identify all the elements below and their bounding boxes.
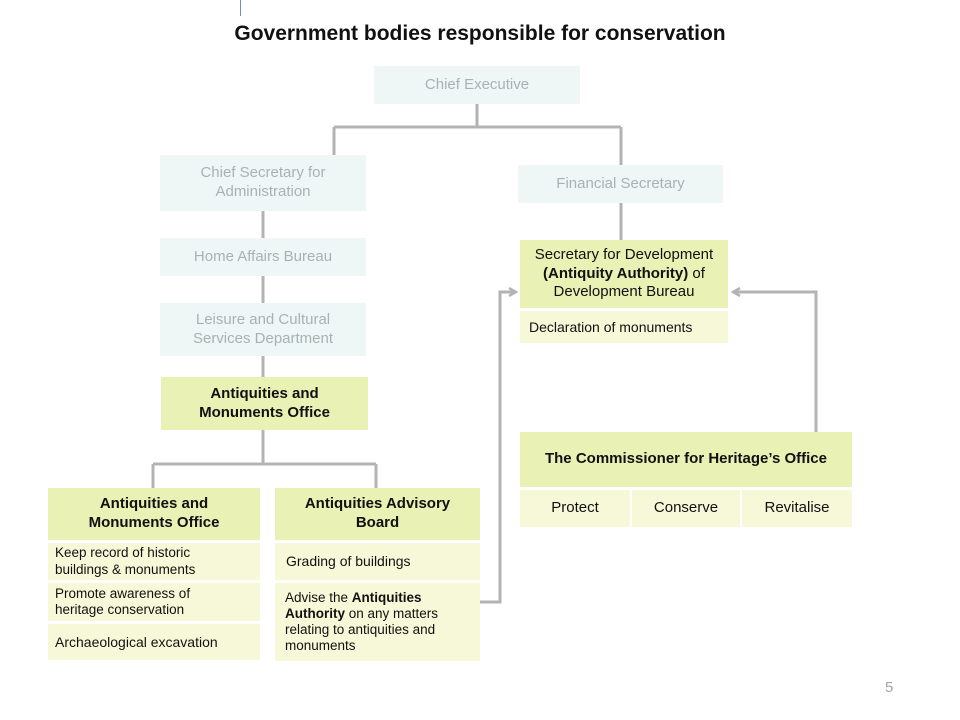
role-conserve: Conserve: [632, 490, 740, 527]
aab-duty-advise-post: on any matters relating to antiquities a…: [285, 605, 439, 654]
amo-duty-excavation: Archaeological excavation: [48, 624, 260, 660]
role-revitalise: Revitalise: [742, 490, 852, 527]
commissioner-label: The Commissioner for Heritage’s Office: [544, 450, 827, 468]
sdev-duty-declaration: Declaration of monuments: [520, 311, 728, 343]
amo-duty-record-label: Keep record of historic buildings & monu…: [55, 545, 196, 577]
arrow-aab-to-sdev: [480, 292, 516, 604]
aab-duty-advise: Advise the Antiquities Authority on any …: [275, 583, 480, 661]
sdev-line1: Secretary for Development: [534, 245, 714, 263]
financial-secretary-label: Financial Secretary: [556, 174, 685, 192]
role-protect: Protect: [520, 490, 630, 527]
arrow-commissioner-to-sdev: [733, 292, 818, 432]
chief-executive-label: Chief Executive: [424, 75, 530, 93]
sdev-line2-bold: (Antiquity Authority): [543, 264, 689, 282]
aab-duty-advise-pre: Advise the: [285, 589, 352, 605]
amo-duty-awareness-label: Promote awareness of heritage conservati…: [55, 585, 191, 617]
role-revitalise-label: Revitalise: [764, 499, 830, 517]
home-affairs-bureau-box: Home Affairs Bureau: [160, 238, 366, 276]
chief-executive-box: Chief Executive: [374, 66, 580, 104]
aab-label: Antiquities Advisory Board: [304, 495, 451, 531]
aab-duty-grading: Grading of buildings: [275, 543, 480, 580]
aab-duty-advise-text: Advise the Antiquities Authority on any …: [285, 590, 466, 655]
sdev-duty-declaration-label: Declaration of monuments: [529, 318, 693, 335]
chief-secretary-label: Chief Secretary for Administration: [200, 164, 326, 200]
amo-duty-awareness: Promote awareness of heritage conservati…: [48, 583, 260, 621]
lcsd-label: Leisure and Cultural Services Department: [192, 310, 334, 347]
aab-duty-advise-bold: Antiquities Authority: [285, 589, 422, 621]
commissioner-box: The Commissioner for Heritage’s Office: [520, 432, 852, 487]
page-number: 5: [885, 679, 894, 696]
sdev-line3: Development Bureau: [553, 283, 695, 301]
aab-box: Antiquities Advisory Board: [275, 488, 480, 540]
lcsd-box: Leisure and Cultural Services Department: [160, 303, 366, 356]
amo-label: Antiquities and Monuments Office: [88, 495, 220, 531]
amo-duty-excavation-label: Archaeological excavation: [55, 633, 218, 650]
chief-secretary-box: Chief Secretary for Administration: [160, 155, 366, 211]
role-protect-label: Protect: [551, 499, 599, 517]
financial-secretary-box: Financial Secretary: [518, 165, 723, 203]
page-title: Government bodies responsible for conser…: [234, 22, 726, 45]
home-affairs-bureau-label: Home Affairs Bureau: [193, 247, 333, 265]
sdev-box: Secretary for Development (Antiquity Aut…: [520, 240, 728, 308]
sdev-text: Secretary for Development (Antiquity Aut…: [535, 246, 713, 302]
aab-duty-grading-label: Grading of buildings: [286, 553, 411, 570]
role-conserve-label: Conserve: [653, 499, 719, 517]
sdev-line2-rest: of: [688, 264, 705, 282]
amo-top-box: Antiquities and Monuments Office: [161, 377, 368, 430]
amo-box: Antiquities and Monuments Office: [48, 488, 260, 540]
accent-line: [240, 0, 241, 16]
amo-duty-record: Keep record of historic buildings & monu…: [48, 543, 260, 580]
amo-top-label: Antiquities and Monuments Office: [199, 384, 330, 421]
